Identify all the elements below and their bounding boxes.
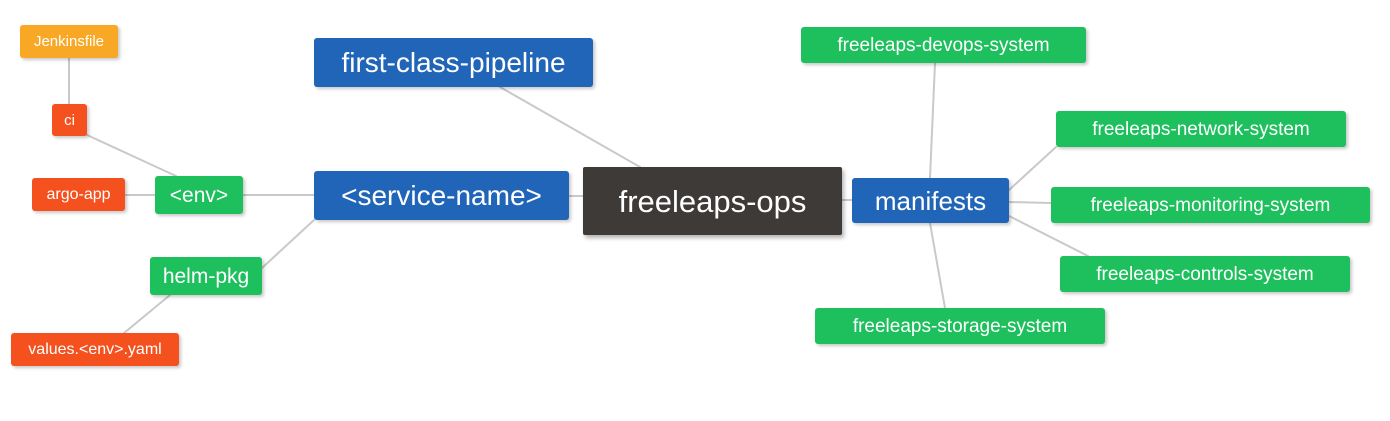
- mindmap-edge-manifests-to-freeleaps-network-system: [1008, 146, 1057, 191]
- mindmap-node-label: freeleaps-devops-system: [837, 34, 1050, 56]
- mindmap-edge-service-name-to-helm-pkg: [261, 219, 315, 269]
- mindmap-node-helm-pkg[interactable]: helm-pkg: [150, 257, 262, 295]
- mindmap-node-label: helm-pkg: [162, 264, 250, 288]
- mindmap-node-freeleaps-ops[interactable]: freeleaps-ops: [583, 167, 842, 235]
- mindmap-node-label: Jenkinsfile: [33, 33, 105, 50]
- mindmap-node-jenkinsfile[interactable]: Jenkinsfile: [20, 25, 118, 58]
- mindmap-node-label: <service-name>: [341, 179, 542, 211]
- mindmap-edge-first-class-pipeline-to-freeleaps-ops: [499, 86, 641, 168]
- mindmap-node-values-env-yaml[interactable]: values.<env>.yaml: [11, 333, 179, 366]
- mindmap-node-label: freeleaps-monitoring-system: [1090, 194, 1331, 216]
- mindmap-node-label: freeleaps-ops: [618, 183, 807, 219]
- mindmap-edge-ci-to-env: [86, 134, 177, 177]
- mindmap-node-label: first-class-pipeline: [341, 46, 566, 78]
- mindmap-node-label: freeleaps-storage-system: [852, 315, 1068, 337]
- mindmap-edge-manifests-to-freeleaps-monitoring-system: [1008, 201, 1052, 204]
- mindmap-node-freeleaps-network-system[interactable]: freeleaps-network-system: [1056, 111, 1346, 147]
- mindmap-edge-manifests-to-freeleaps-storage-system: [929, 222, 946, 309]
- mindmap-node-freeleaps-controls-system[interactable]: freeleaps-controls-system: [1060, 256, 1350, 292]
- mindmap-node-label: <env>: [169, 183, 229, 207]
- mindmap-node-label: manifests: [874, 185, 987, 216]
- mindmap-node-label: freeleaps-network-system: [1092, 118, 1310, 140]
- mindmap-node-argo-app[interactable]: argo-app: [32, 178, 125, 211]
- mindmap-node-ci[interactable]: ci: [52, 104, 87, 136]
- mindmap-node-label: ci: [64, 111, 75, 129]
- mindmap-node-freeleaps-monitoring-system[interactable]: freeleaps-monitoring-system: [1051, 187, 1370, 223]
- mindmap-node-freeleaps-storage-system[interactable]: freeleaps-storage-system: [815, 308, 1105, 344]
- mindmap-edge-helm-pkg-to-values-env-yaml: [123, 294, 171, 334]
- mindmap-edge-manifests-to-freeleaps-devops-system: [929, 62, 936, 179]
- mindmap-node-env[interactable]: <env>: [155, 176, 243, 214]
- mindmap-node-freeleaps-devops-system[interactable]: freeleaps-devops-system: [801, 27, 1086, 63]
- mindmap-node-first-class-pipeline[interactable]: first-class-pipeline: [314, 38, 593, 87]
- mindmap-node-service-name[interactable]: <service-name>: [314, 171, 569, 220]
- mindmap-node-label: values.<env>.yaml: [28, 340, 162, 358]
- mindmap-node-label: argo-app: [46, 185, 111, 203]
- mindmap-node-label: freeleaps-controls-system: [1096, 263, 1314, 285]
- mindmap-node-manifests[interactable]: manifests: [852, 178, 1009, 223]
